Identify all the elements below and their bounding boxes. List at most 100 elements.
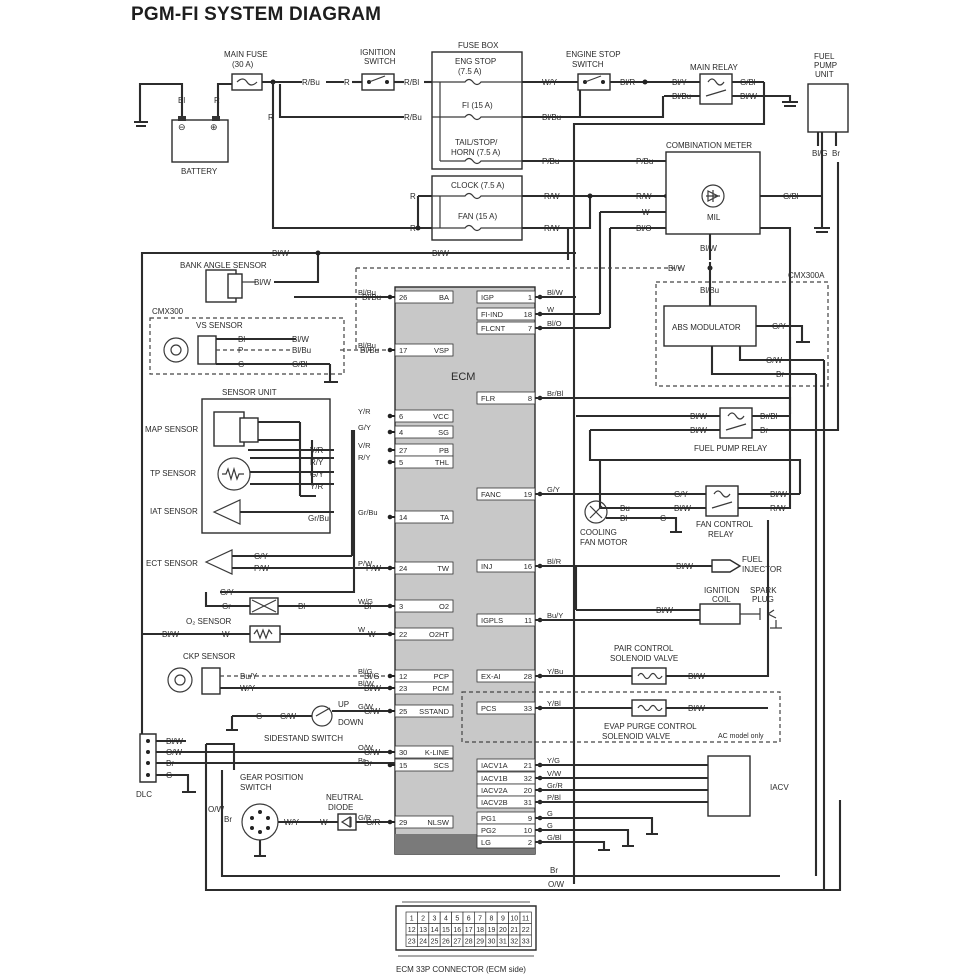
wire-label: G/W <box>280 712 296 721</box>
ecm-pin-number: 28 <box>524 672 532 681</box>
ecm-pin-name: TW <box>437 564 450 573</box>
wire-label: W/Y <box>284 818 300 827</box>
main-fuse-label: MAIN FUSE <box>224 50 268 59</box>
tp-sensor <box>217 457 251 491</box>
ignition-coil-label2: COIL <box>712 595 731 604</box>
wire-label: R <box>410 224 416 233</box>
dlc-label: DLC <box>136 790 152 799</box>
wire-label: P <box>238 346 243 355</box>
connector-pin-number: 16 <box>453 927 461 934</box>
bank-angle-sensor: BANK ANGLE SENSOR <box>180 261 267 303</box>
ecm-pin-name: PB <box>439 446 449 455</box>
wire-label: W <box>368 630 376 639</box>
ecm-pin-number: 6 <box>399 412 403 421</box>
wire-label: G/Bl <box>292 360 308 369</box>
fuel-injector-label2: INJECTOR <box>742 565 782 574</box>
ecm-pin-wire: G <box>547 821 553 830</box>
ecm-pin-wire: Bl/O <box>547 319 562 328</box>
fuel-pump-label: UNIT <box>815 70 834 79</box>
ecm-pin-number: 11 <box>524 616 532 625</box>
ecm-pin-name: IACV1B <box>481 774 508 783</box>
page-title: PGM-FI SYSTEM DIAGRAM <box>131 4 382 25</box>
vs-sensor: VS SENSOR <box>163 321 243 365</box>
cooling-fan-label: COOLING <box>580 528 617 537</box>
wire-label: G/Y <box>772 322 786 331</box>
engine-stop-label: ENGINE STOP <box>566 50 621 59</box>
neutral-diode <box>337 813 357 831</box>
ecm-pin-name: FI-IND <box>481 310 504 319</box>
ecm-pin-wire: G/Y <box>358 423 371 432</box>
wire-label: Bl/W <box>162 630 179 639</box>
ecm-pin-wire: Bl/W <box>547 288 564 297</box>
fuse-label: TAIL/STOP/ <box>455 138 498 147</box>
wire-label: Gr <box>222 602 231 611</box>
connector-pin-number: 1 <box>410 916 414 923</box>
ecm-pin-number: 22 <box>399 630 407 639</box>
ecm-pin-name: IGPLS <box>481 616 503 625</box>
connector-pin-number: 14 <box>431 927 439 934</box>
svg-text:⊖: ⊖ <box>178 122 186 132</box>
wire-label: Bl/W <box>690 412 707 421</box>
ecm-pin-name: TA <box>440 513 449 522</box>
connector-pin-number: 3 <box>433 916 437 923</box>
ect-sensor <box>204 549 233 575</box>
iat-sensor-label: IAT SENSOR <box>150 507 198 516</box>
ecm-pin-name: FLCNT <box>481 324 506 333</box>
ecm-pin-name: O2HT <box>429 630 449 639</box>
ecm-pin-name: FANC <box>481 490 502 499</box>
wire-label: G/W <box>364 707 380 716</box>
vs-sensor-label: VS SENSOR <box>196 321 243 330</box>
spark-plug-label: SPARK <box>750 586 777 595</box>
ecm-pin-name: SCS <box>434 761 449 770</box>
connector-pin-number: 29 <box>476 939 484 946</box>
fuel-pump-relay-label: FUEL PUMP RELAY <box>694 444 768 453</box>
wire-label: Bl/W <box>254 278 271 287</box>
ecm-pin-wire: Br <box>358 756 366 765</box>
wire-label: R/W <box>544 192 560 201</box>
engine-stop-label2: SWITCH <box>572 60 604 69</box>
ecm-pin-number: 1 <box>528 293 532 302</box>
wire-label: R/Bu <box>302 78 320 87</box>
ecm-pin-name: IACV1A <box>481 761 508 770</box>
connector-pin-number: 31 <box>499 939 507 946</box>
wire-label: Bl <box>238 335 245 344</box>
connector-pin-number: 28 <box>465 939 473 946</box>
main-fuse-rating: (30 A) <box>232 60 254 69</box>
ignition-switch-label2: SWITCH <box>364 57 396 66</box>
ecm-pin-number: 27 <box>399 446 407 455</box>
ecm-pin-name: IACV2B <box>481 798 508 807</box>
ecm-pin-wire: V/W <box>547 769 562 778</box>
ecm-pin-wire: O/W <box>358 743 374 752</box>
wire-label: W/Y <box>542 78 558 87</box>
connector-pin-number: 11 <box>522 916 529 923</box>
wire-label: R/Bu <box>404 113 422 122</box>
ecm-pin-number: 9 <box>528 814 532 823</box>
ecm-pin-wire: G/Y <box>547 485 560 494</box>
battery-label: BATTERY <box>181 167 218 176</box>
ecm-pin-wire: Bl/W <box>358 679 375 688</box>
ecm-pin-wire: G/W <box>358 702 374 711</box>
cooling-fan-label2: FAN MOTOR <box>580 538 628 547</box>
sidestand-switch: UP DOWN SIDESTAND SWITCH <box>264 700 364 743</box>
wire-label: R/W <box>770 504 786 513</box>
ecm-pin-wire: P/W <box>358 559 373 568</box>
wire-label: G/Y <box>254 552 268 561</box>
combination-meter-label: COMBINATION METER <box>666 141 752 150</box>
wire-label: Bl/R <box>620 78 635 87</box>
connector-pin-number: 22 <box>522 927 530 934</box>
gear-position-switch <box>241 803 279 841</box>
ecm-pin-name: INJ <box>481 562 493 571</box>
connector-pin-number: 10 <box>510 916 518 923</box>
connector-pin <box>519 934 532 947</box>
mil-label: MIL <box>707 213 721 222</box>
ecm-pin-name: IGP <box>481 293 494 302</box>
ecm-pin-number: 15 <box>399 761 407 770</box>
connector-pin-number: 8 <box>490 916 494 923</box>
wire-label: Bl/Bu <box>362 293 381 302</box>
wire-label: Bl/W <box>668 264 685 273</box>
tp-sensor-label: TP SENSOR <box>150 469 196 478</box>
evap-valve-label2: SOLENOID VALVE <box>602 732 670 741</box>
fuse-label: HORN (7.5 A) <box>451 148 501 157</box>
ecm-pin-number: 3 <box>399 602 403 611</box>
